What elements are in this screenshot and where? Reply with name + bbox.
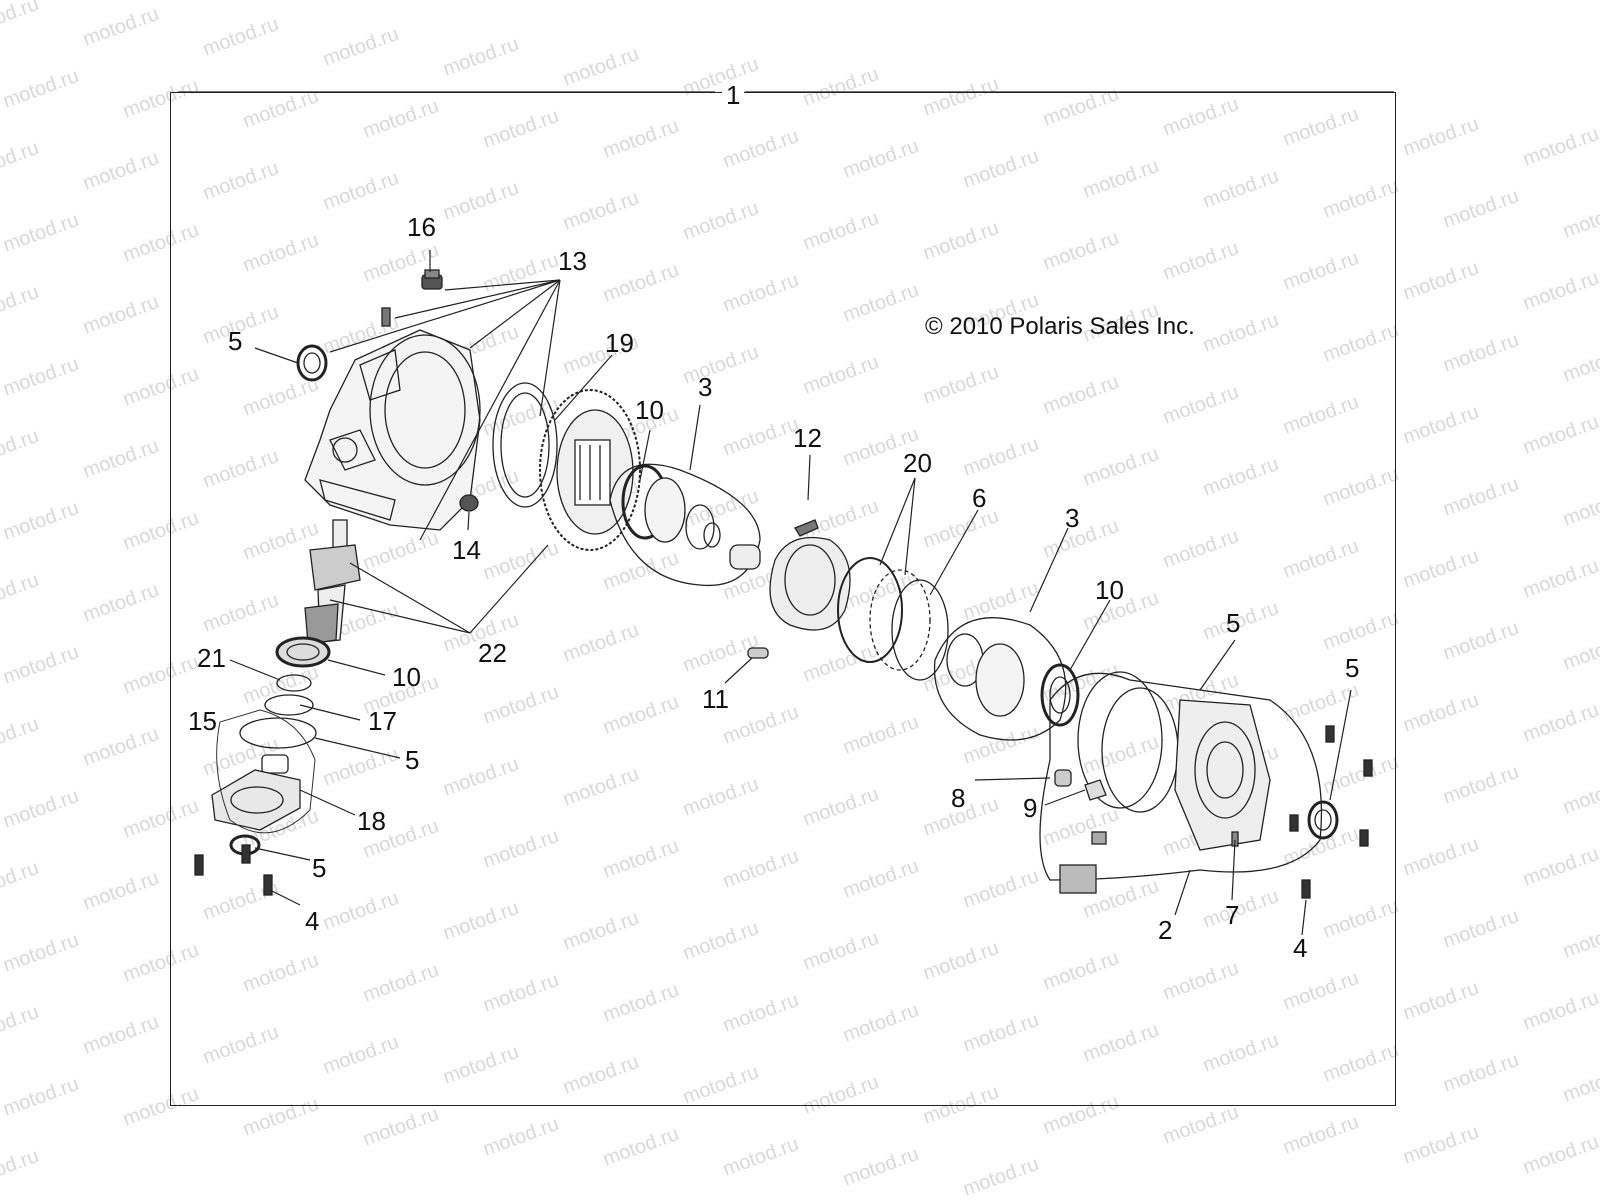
plug-part-16 bbox=[421, 269, 443, 290]
callout-2: 2 bbox=[1158, 915, 1173, 945]
callout-7: 7 bbox=[1225, 900, 1240, 930]
callout-9: 9 bbox=[1023, 793, 1038, 823]
plate-part-6 bbox=[891, 579, 949, 681]
callout-3: 3 bbox=[1065, 503, 1080, 533]
callout-15: 15 bbox=[188, 706, 217, 736]
callout-16: 16 bbox=[407, 212, 436, 242]
callout-10: 10 bbox=[635, 395, 664, 425]
seal-part-5-right bbox=[1307, 800, 1339, 840]
callout-6: 6 bbox=[972, 483, 987, 513]
bearing-part-10-right bbox=[1040, 663, 1080, 727]
callout-19: 19 bbox=[605, 328, 634, 358]
frame-callout-1: 1 bbox=[722, 80, 745, 111]
plug-part-14 bbox=[459, 494, 479, 512]
callout-5: 5 bbox=[1226, 608, 1241, 638]
callout-10: 10 bbox=[1095, 575, 1124, 605]
callout-11: 11 bbox=[702, 684, 729, 714]
pinion-cover-part-18 bbox=[211, 754, 301, 831]
bolts-part-4-right bbox=[1289, 725, 1373, 899]
callout-17: 17 bbox=[368, 706, 397, 736]
bolts-part-4-left bbox=[194, 844, 273, 896]
callout-18: 18 bbox=[357, 806, 386, 836]
pinion-shaft-part-22 bbox=[304, 519, 361, 645]
bearing-group-part-3-right bbox=[933, 617, 1067, 741]
callout-5: 5 bbox=[312, 853, 327, 883]
part-9 bbox=[1084, 779, 1107, 801]
callout-4: 4 bbox=[305, 906, 320, 936]
callout-22: 22 bbox=[478, 638, 507, 668]
callout-10: 10 bbox=[392, 662, 421, 692]
callout-21: 21 bbox=[197, 643, 226, 673]
connector-block bbox=[1059, 864, 1097, 894]
copyright-notice: © 2010 Polaris Sales Inc. bbox=[925, 313, 1195, 340]
ring-part-21 bbox=[276, 674, 312, 692]
sensor-part bbox=[1091, 831, 1107, 845]
ring-part-20 bbox=[837, 557, 931, 671]
breather-fitting bbox=[381, 307, 391, 327]
leader-lines bbox=[178, 91, 1394, 936]
bearing-group-part-3-left bbox=[609, 463, 761, 587]
callout-5: 5 bbox=[1345, 653, 1360, 683]
seal-part-5-top bbox=[296, 344, 328, 382]
callout-20: 20 bbox=[903, 448, 932, 478]
cover-part-2 bbox=[1039, 671, 1323, 881]
pin-part-11 bbox=[747, 647, 769, 659]
callout-4: 4 bbox=[1293, 933, 1308, 963]
callout-12: 12 bbox=[793, 423, 822, 453]
ring-part-17 bbox=[264, 694, 314, 716]
gearcase-housing bbox=[304, 329, 481, 531]
callout-5: 5 bbox=[405, 745, 420, 775]
callout-14: 14 bbox=[452, 535, 481, 565]
oring-part-5 bbox=[239, 717, 317, 749]
callout-3: 3 bbox=[698, 372, 713, 402]
cage-part-12 bbox=[769, 519, 851, 631]
part-8 bbox=[1054, 769, 1072, 787]
ring-gear-part-19 bbox=[492, 382, 641, 551]
callout-5: 5 bbox=[228, 326, 243, 356]
bearing-part-10-left bbox=[275, 636, 331, 668]
callout-8: 8 bbox=[951, 783, 966, 813]
callout-13: 13 bbox=[558, 246, 587, 276]
